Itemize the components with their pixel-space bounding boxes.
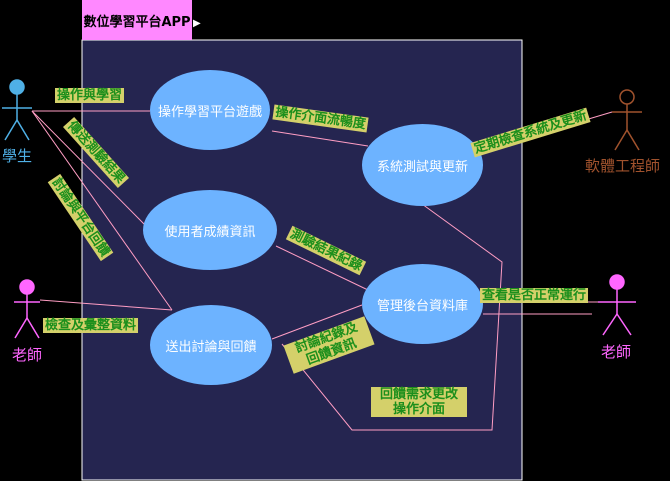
label-feedback-ui-line1: 回饋需求更改 [379,387,458,402]
play-arrow-icon: ▶ [193,18,201,29]
usecase-manage-db: 管理後台資料庫 [362,264,483,344]
student-actor-icon [2,79,32,141]
edge-discuss-db [271,304,363,340]
label-operate-learn: 操作與學習 [55,88,125,103]
usecase-operate-game: 操作學習平台遊戲 [150,70,270,150]
label-feedback-ui: 回饋需求更改操作介面 [371,387,467,417]
system-title: 數位學習平台APP [82,0,192,40]
engineer-actor-icon [612,89,642,151]
teacher-left-actor-icon [14,279,40,339]
teacher-right-actor-icon [598,274,636,336]
edge-teacher-discuss [39,299,173,311]
usecase-user-results: 使用者成績資訊 [143,190,277,270]
edge-student-discuss [31,110,173,311]
label-check-grades: 檢查及彙整資料 [43,318,139,333]
edge-results-db [275,245,369,291]
usecase-system-test: 系統測試與更新 [362,124,483,206]
label-check-normal: 查看是否正常運行 [480,288,589,303]
student-label: 學生 [2,147,33,165]
edge-test-discuss [281,203,503,431]
label-feedback-ui-line2: 操作介面 [392,402,445,417]
teacher-left-label: 老師 [12,346,43,364]
engineer-label: 軟體工程師 [585,157,661,175]
edge-student-results [31,110,146,226]
edge-operate-test [271,130,369,147]
teacher-right-label: 老師 [601,343,632,361]
usecase-send-discussion: 送出討論與回饋 [150,305,272,385]
